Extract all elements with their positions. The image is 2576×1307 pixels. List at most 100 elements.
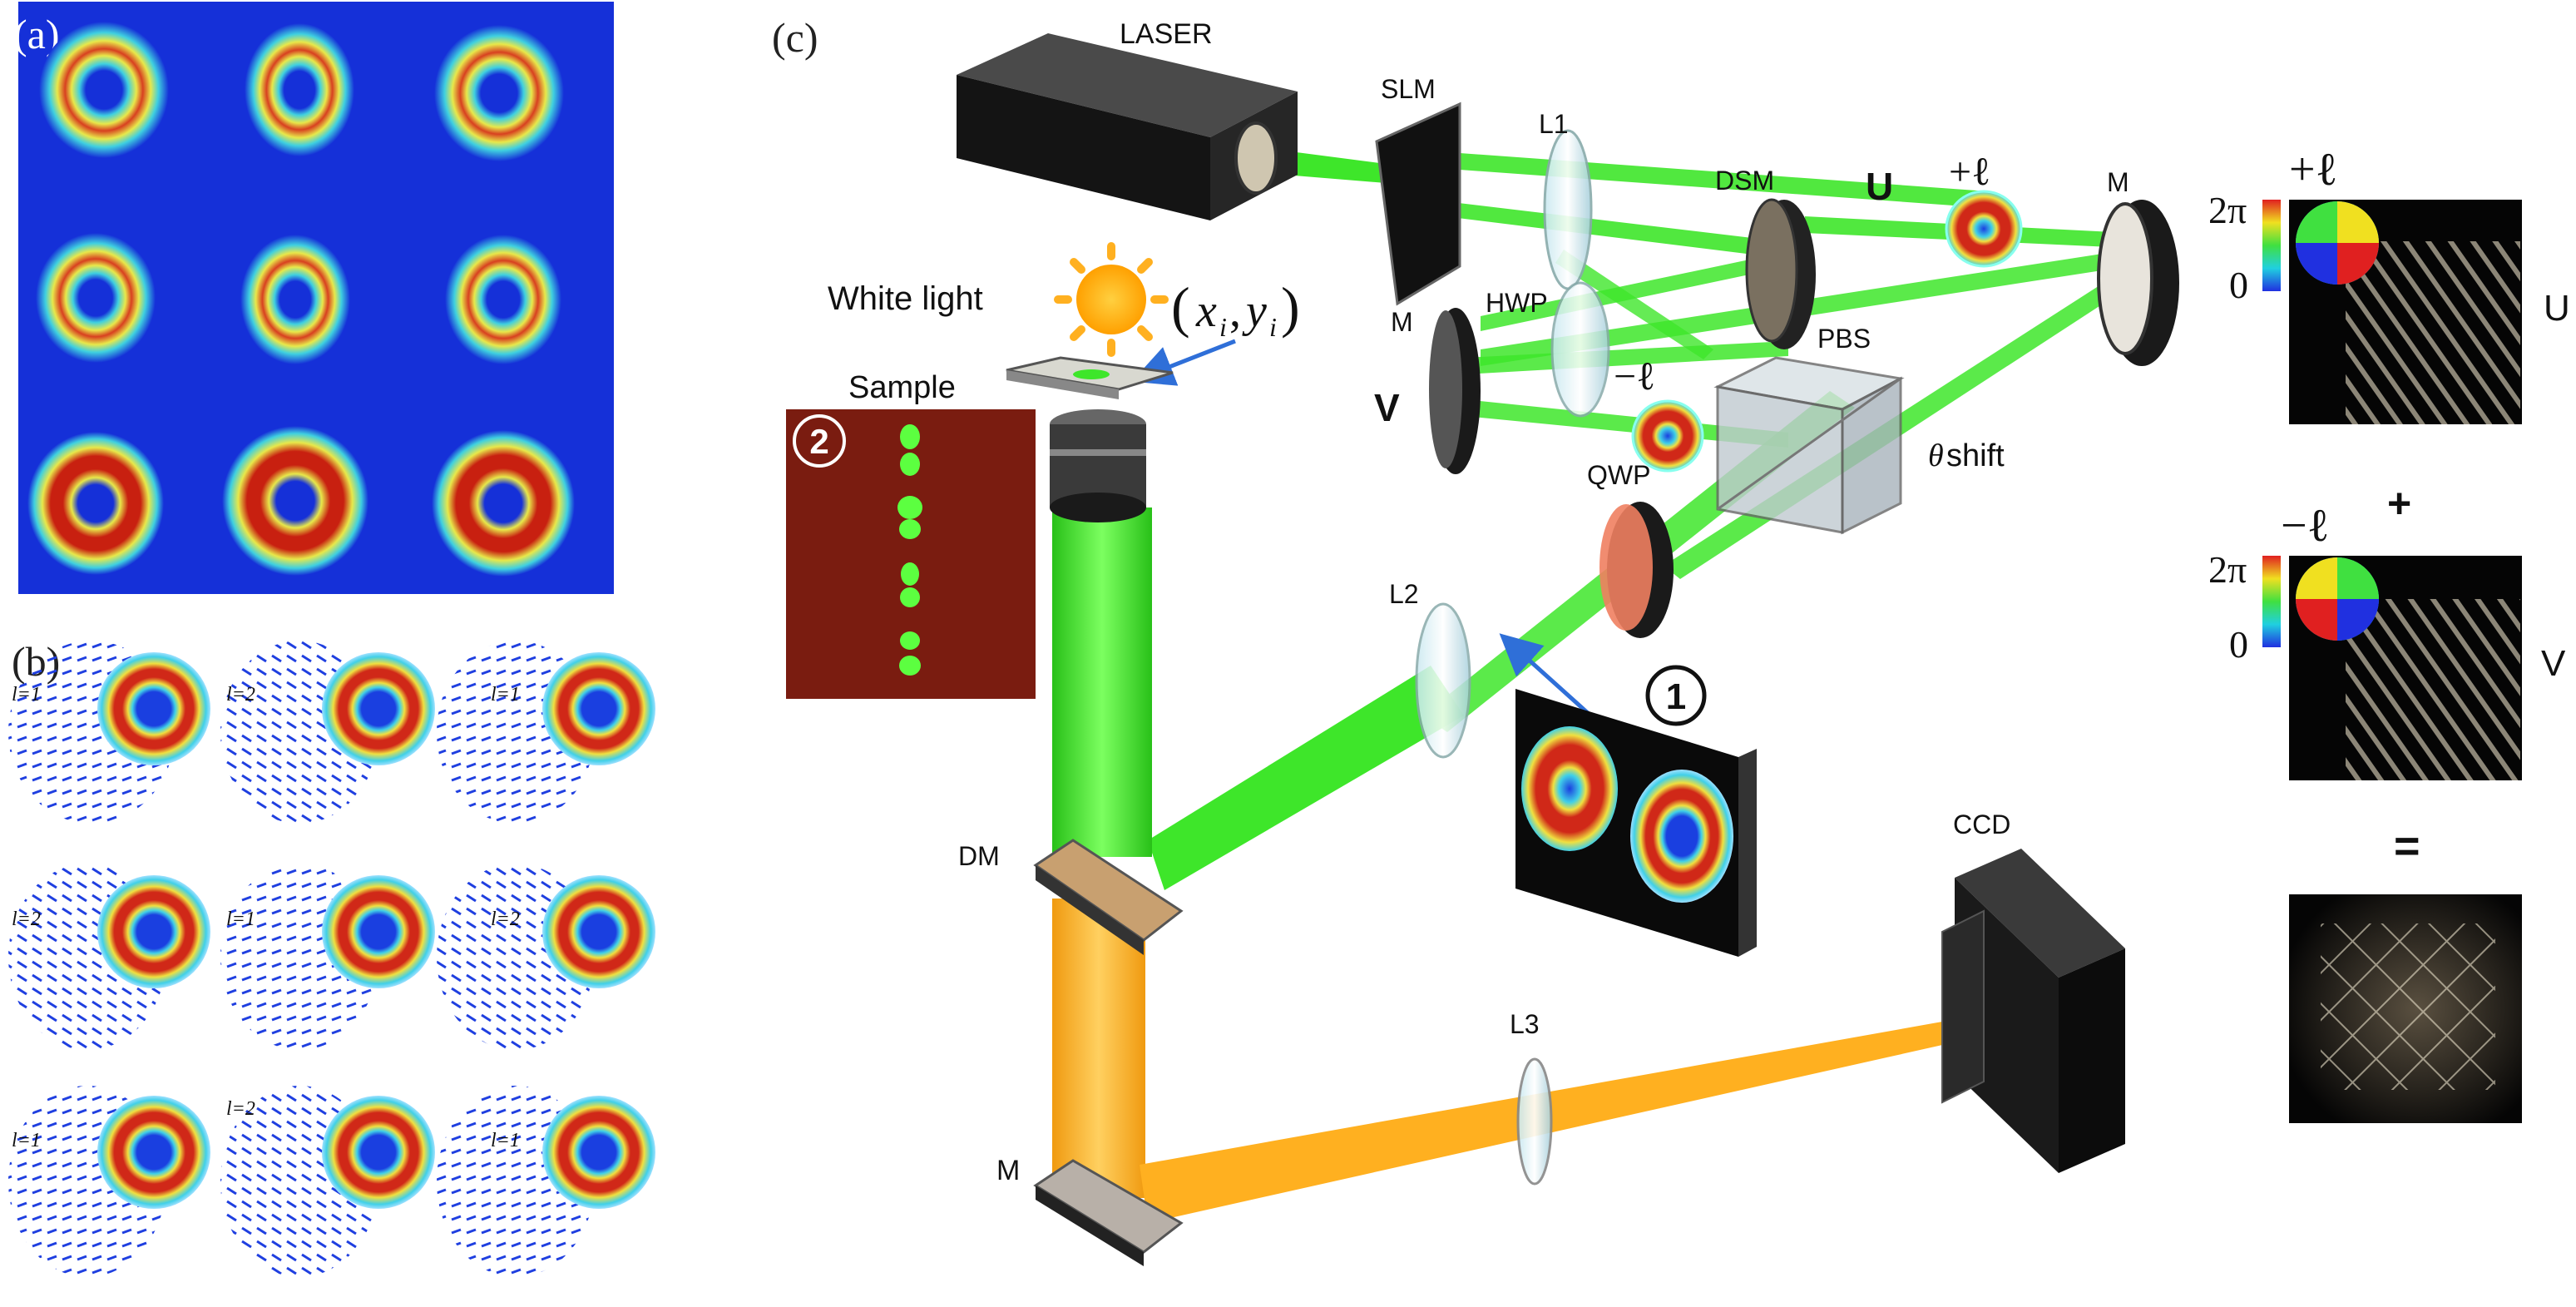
m-bottom-label: M: [996, 1155, 1020, 1186]
ccd: CCD: [1941, 809, 2125, 1173]
ccd-side: [2059, 948, 2125, 1173]
mode-label: l=1: [491, 1130, 520, 1151]
theta-symbol: θ: [1928, 438, 1944, 473]
coord-comma: ,: [1229, 285, 1241, 337]
dm-label: DM: [958, 841, 1000, 871]
beam-objective-dm: [1052, 507, 1152, 857]
sample-spot: [1073, 369, 1110, 379]
phase-mid-zero: 0: [2229, 623, 2248, 666]
pbs-label: PBS: [1817, 324, 1871, 354]
plus-l-mode-profile: [1945, 190, 2023, 268]
intensity-ring: [240, 235, 350, 364]
pbs-diagonal: [1717, 377, 1901, 511]
slm: SLM: [1375, 74, 1461, 306]
vector-field-cell: l=2: [220, 1086, 435, 1277]
coord-open: (: [1171, 275, 1190, 339]
phase-top-two-pi: 2π: [2208, 189, 2247, 231]
mirror-top-right: M: [2097, 167, 2179, 366]
phase-wheel-v: [2296, 557, 2379, 641]
m-left-label: M: [1391, 307, 1413, 337]
intensity-ring: [434, 25, 564, 161]
coord-x-sub: i: [1219, 312, 1227, 342]
panel-c: (c): [772, 14, 2179, 1266]
sun-icon: [1054, 242, 1169, 357]
laser-top: [957, 33, 1298, 137]
l2-arrow: [1499, 633, 1590, 715]
l1-label: L1: [1539, 109, 1569, 139]
mode-inset-1: 1: [1515, 665, 1757, 957]
mode-ring-inset: [322, 652, 435, 765]
pbs: PBS: [1713, 324, 1905, 535]
equals-sign: =: [2394, 821, 2420, 871]
mode-label: l=1: [491, 684, 520, 705]
hwp-plate: [1550, 281, 1610, 418]
sample-stage: Sample: [848, 356, 1174, 405]
mode-label: l=2: [491, 908, 520, 930]
ccd-label: CCD: [1953, 809, 2010, 839]
qwp-plate: [1599, 504, 1653, 631]
fringe-lines: [2346, 599, 2520, 780]
dm: DM: [958, 839, 1184, 955]
sample-spots: [897, 424, 922, 676]
vector-field-cell: l=1: [437, 641, 655, 824]
right-u-label: U: [2544, 288, 2570, 329]
objective: [1050, 409, 1146, 522]
u-arm-label: U: [1866, 165, 1893, 208]
minus-l-label: −ℓ: [1614, 354, 1655, 399]
objective-ring: [1050, 449, 1146, 456]
badge-2-circle: [793, 414, 846, 468]
slm-label: SLM: [1381, 74, 1436, 104]
dsm: DSM: [1715, 166, 1816, 349]
pbs-front: [1716, 385, 1844, 534]
panel-b: (b) l=1 l=2 l=1 l=2 l=1: [8, 638, 655, 1277]
mode-ring-inset: [542, 652, 655, 765]
v-arm-label: V: [1374, 386, 1400, 429]
l2-lens: [1415, 602, 1471, 759]
l3-label: L3: [1510, 1009, 1540, 1039]
badge-2: 2: [809, 422, 828, 461]
minus-l-mode-profile: [1631, 399, 1704, 473]
fringe-lines: [2346, 241, 2520, 424]
hwp: HWP: [1486, 281, 1610, 418]
beam-cross: [1555, 250, 1713, 359]
plus-l-label: +ℓ: [1949, 150, 1990, 194]
sample-slide-edge: [1006, 370, 1119, 399]
orange-beams: [1052, 899, 1980, 1223]
phase-mid-two-pi: 2π: [2208, 548, 2247, 591]
mode-ring-inset: [97, 652, 210, 765]
result-lattice: [2321, 923, 2495, 1090]
mirror-left: M: [1391, 307, 1481, 474]
mode-ring-inset: [542, 875, 655, 988]
dsm-label: DSM: [1715, 166, 1774, 196]
panel-c-label: (c): [772, 14, 818, 61]
mode-label: l=2: [226, 684, 255, 705]
mode-label: l=2: [12, 908, 41, 930]
beam-mirror-pbs: [1464, 399, 1788, 448]
mode-label: l=1: [12, 1130, 41, 1151]
laser-label: LASER: [1120, 18, 1213, 50]
top-charge-label: +ℓ: [2289, 144, 2337, 196]
mirror-bottom: M: [996, 1155, 1184, 1266]
l1-lens: [1543, 129, 1593, 290]
coord-y: y: [1242, 285, 1267, 337]
ccd-sensor-plate: [1941, 909, 1985, 1104]
beam-m-ccd: [1140, 1015, 1980, 1223]
coord-close: ): [1281, 275, 1300, 339]
panel-a: (a): [13, 2, 614, 594]
intensity-ring: [432, 430, 575, 577]
mode-label: l=2: [226, 1098, 255, 1120]
beam-l2-dm: [1148, 666, 1464, 890]
lens-l3: L3: [1510, 1009, 1553, 1186]
right-v-label: V: [2541, 643, 2566, 684]
beam-slm-dsm: [1431, 200, 1780, 258]
l3-lens: [1516, 1057, 1553, 1186]
phase-colorbar: [2262, 200, 2281, 291]
ccd-top: [1955, 849, 2125, 978]
phase-top-zero: 0: [2229, 264, 2248, 306]
pbs-side: [1841, 376, 1902, 535]
coord-y-sub: i: [1269, 312, 1277, 342]
lens-l2: L2: [1389, 579, 1471, 759]
intensity-ring: [27, 432, 164, 575]
coord-x: x: [1195, 285, 1217, 337]
